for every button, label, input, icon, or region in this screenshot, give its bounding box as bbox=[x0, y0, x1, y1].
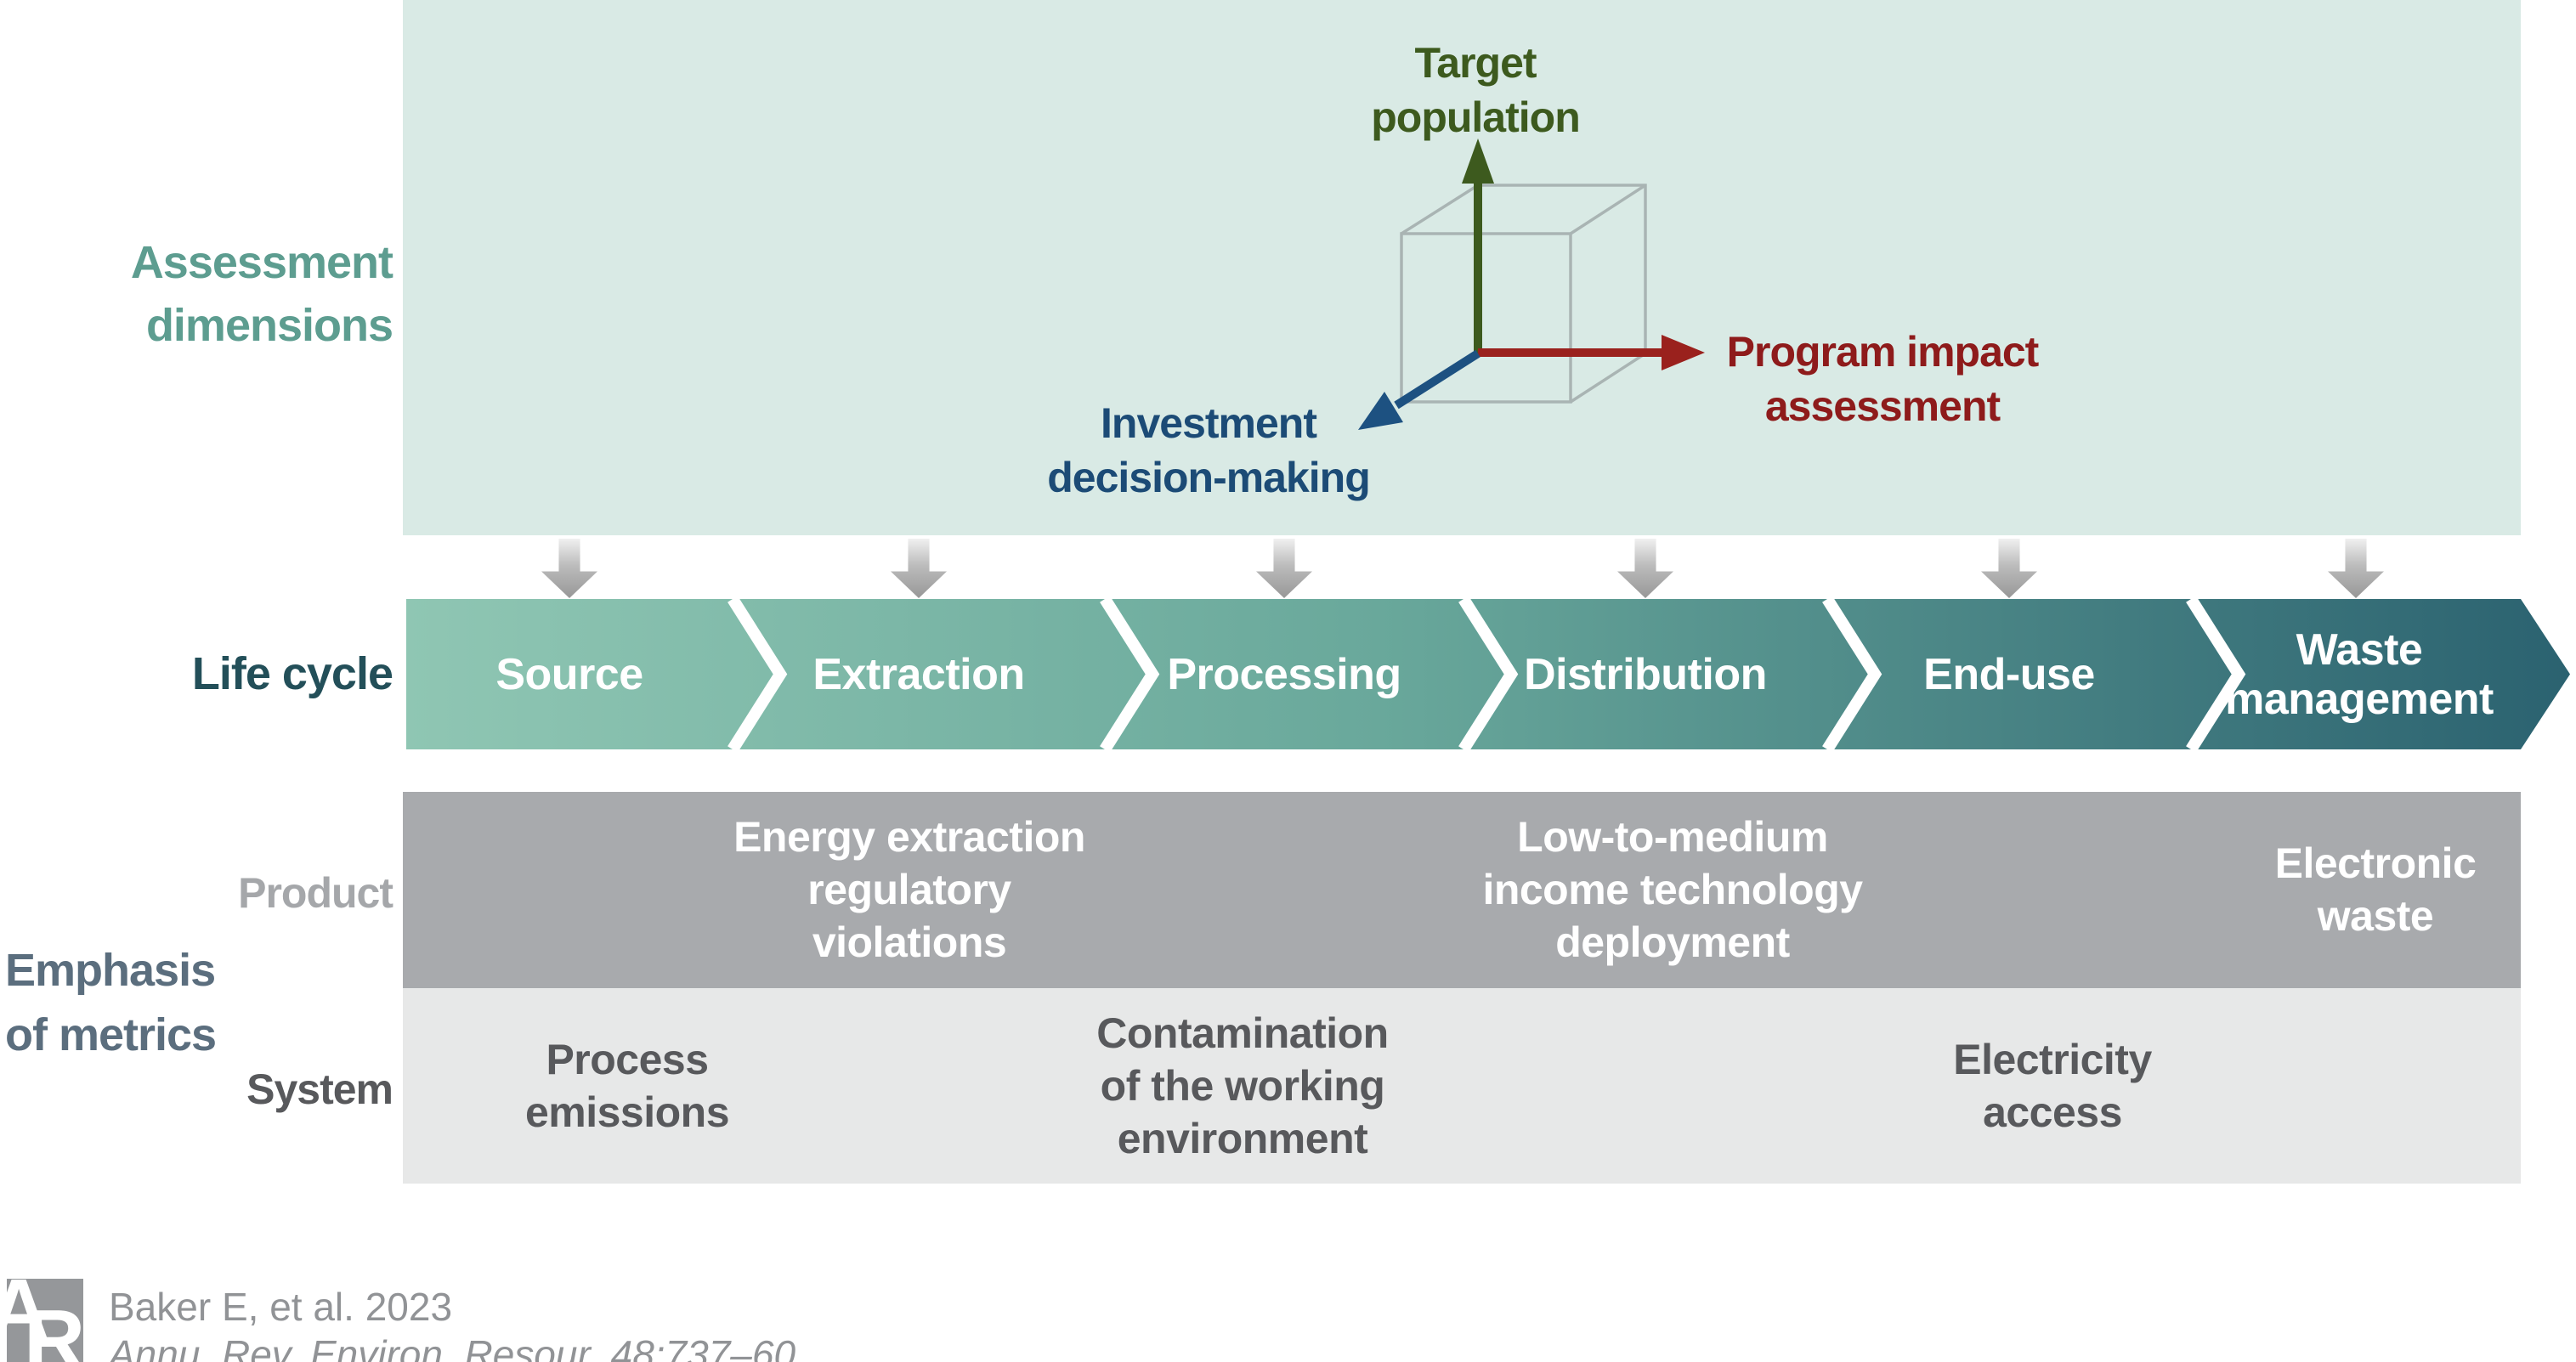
chevron-separator bbox=[2186, 596, 2246, 753]
axis-label-line: Investment bbox=[1101, 399, 1317, 447]
stage-label-waste-management: Waste management bbox=[2225, 625, 2494, 724]
citation-authors: Baker E, et al. 2023 bbox=[109, 1285, 453, 1329]
logo-letter-r: R bbox=[24, 1292, 86, 1362]
down-arrow-icon bbox=[1981, 539, 2037, 598]
stage-label-processing: Processing bbox=[1167, 650, 1401, 699]
product-metric-item: Electronic waste bbox=[2274, 839, 2477, 940]
stage-label-end-use: End-use bbox=[1923, 650, 2095, 699]
product-row-label: Product bbox=[238, 869, 393, 917]
section-label-line: Emphasis bbox=[5, 945, 216, 996]
annual-reviews-logo: A R bbox=[0, 1267, 93, 1362]
emphasis-of-metrics-section-label: Emphasis of metrics bbox=[5, 938, 277, 1067]
chevron-separator bbox=[728, 596, 788, 753]
down-arrow-icon bbox=[541, 539, 597, 598]
section-label-line: dimensions bbox=[145, 300, 393, 351]
stage-label-distribution: Distribution bbox=[1524, 650, 1767, 699]
down-arrow-icon bbox=[2328, 539, 2384, 598]
chevron-separator bbox=[1822, 596, 1882, 753]
product-metric-item: Low-to-medium income technology deployme… bbox=[1482, 813, 1863, 966]
chevron-segment-source bbox=[406, 599, 780, 749]
citation-journal: Annu. Rev. Environ. Resour. 48:737–60 bbox=[109, 1332, 796, 1362]
life-cycle-chevron-band bbox=[406, 596, 2570, 753]
program-impact-axis-label: Program impact assessment bbox=[1726, 325, 2040, 433]
system-metric-item: Contamination of the working environment bbox=[1096, 1009, 1389, 1162]
chevron-segment-waste-management bbox=[2191, 599, 2570, 749]
axis-label-line: population bbox=[1371, 93, 1580, 141]
system-metric-item: Electricity access bbox=[1953, 1036, 2152, 1136]
section-label-line: Assessment bbox=[130, 237, 393, 288]
axis-label-line: Target bbox=[1414, 39, 1537, 87]
assessment-dimensions-section-label: Assessment dimensions bbox=[68, 231, 393, 357]
target-population-axis-label: Target population bbox=[1371, 36, 1580, 144]
system-metric-item: Process emissions bbox=[524, 1036, 730, 1136]
axis-label-line: decision-making bbox=[1047, 454, 1371, 501]
chevron-segment-extraction bbox=[733, 599, 1152, 749]
investment-decision-axis-label: Investment decision-making bbox=[1047, 396, 1371, 505]
system-metrics-row bbox=[403, 988, 2521, 1184]
axis-label-line: Program impact bbox=[1726, 328, 2040, 376]
citation: Baker E, et al. 2023 Annu. Rev. Environ.… bbox=[109, 1283, 795, 1362]
chevron-segment-processing bbox=[1105, 599, 1511, 749]
logo-square bbox=[7, 1279, 83, 1362]
logo-letter-a: A bbox=[0, 1262, 50, 1357]
down-arrow-icon bbox=[891, 539, 947, 598]
down-arrow-icon bbox=[1617, 539, 1673, 598]
system-row-label: System bbox=[246, 1065, 393, 1113]
chevron-separator bbox=[1458, 596, 1519, 753]
down-arrow-icon bbox=[1256, 539, 1312, 598]
chevron-separator bbox=[1100, 596, 1160, 753]
section-label-line: of metrics bbox=[5, 1009, 217, 1060]
stage-label-extraction: Extraction bbox=[812, 650, 1025, 699]
product-metric-item: Energy extraction regulatory violations bbox=[733, 813, 1085, 966]
axis-label-line: assessment bbox=[1764, 382, 2001, 430]
life-cycle-section-label: Life cycle bbox=[191, 648, 393, 699]
chevron-segment-end-use bbox=[1827, 599, 2239, 749]
stage-label-source: Source bbox=[495, 650, 643, 699]
chevron-segment-distribution bbox=[1464, 599, 1875, 749]
product-metrics-row bbox=[403, 792, 2521, 988]
